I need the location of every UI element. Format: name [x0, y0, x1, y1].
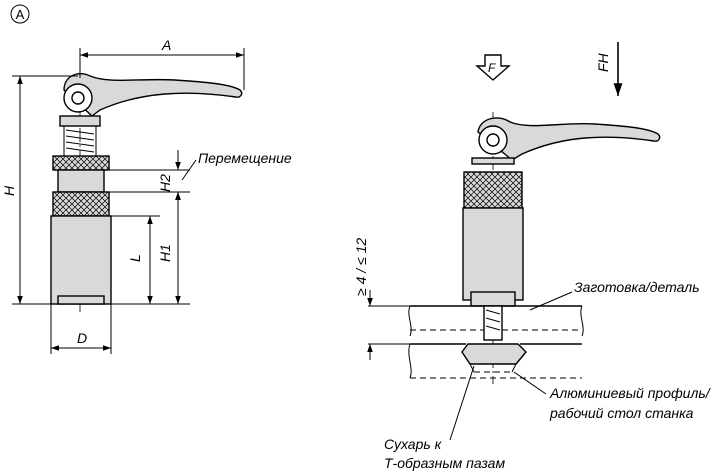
left-clamp-view: A H D L H1 H2 Перемещение	[1, 37, 292, 354]
right-body-foot	[470, 291, 516, 307]
dim-range-label: ≥ 4 / ≤ 12	[353, 238, 369, 296]
right-lever-pin	[486, 133, 500, 147]
movement-label: Перемещение	[198, 150, 292, 166]
dim-l-label: L	[127, 254, 143, 262]
force-fh-label: FH	[595, 52, 611, 72]
left-body	[50, 215, 112, 305]
dim-h2-label: H2	[157, 174, 173, 192]
left-lever-pin	[71, 91, 85, 105]
right-assembly-view: F FH	[353, 42, 712, 471]
right-lever-handle	[477, 117, 661, 161]
view-marker: A	[10, 4, 30, 24]
tslot-leader	[449, 365, 475, 441]
force-f-label: F	[488, 61, 496, 75]
left-cam-washer	[59, 115, 101, 127]
left-knurl-top	[52, 155, 110, 171]
right-body	[462, 207, 524, 301]
left-neck	[57, 169, 105, 193]
workpiece-label: Заготовка/деталь	[574, 279, 700, 295]
left-spring	[63, 126, 97, 156]
tslot-label-line1: Сухарь к	[384, 436, 443, 452]
right-knurl	[463, 171, 523, 209]
right-cam-washer	[471, 157, 515, 165]
dim-d-label: D	[77, 330, 87, 346]
force-f-arrow	[475, 54, 511, 81]
screw-shank	[483, 305, 503, 341]
left-knurl-bottom	[52, 191, 110, 217]
tslot-label-line2: Т-образным пазам	[384, 455, 505, 471]
dim-h-label: H	[1, 185, 17, 196]
left-lever-handle	[63, 72, 243, 117]
profile-label-line2: рабочий стол станка	[549, 405, 694, 421]
movement-leader	[181, 159, 197, 181]
dim-h1-label: H1	[157, 244, 173, 262]
view-marker-label: A	[16, 7, 25, 22]
left-body-foot	[57, 295, 105, 305]
dim-a-label: A	[161, 37, 171, 53]
workpiece-leader	[529, 291, 573, 311]
tslot-nut	[461, 343, 527, 365]
profile-label-line1: Алюминиевый профиль/	[549, 385, 712, 401]
profile-leader	[513, 371, 547, 395]
